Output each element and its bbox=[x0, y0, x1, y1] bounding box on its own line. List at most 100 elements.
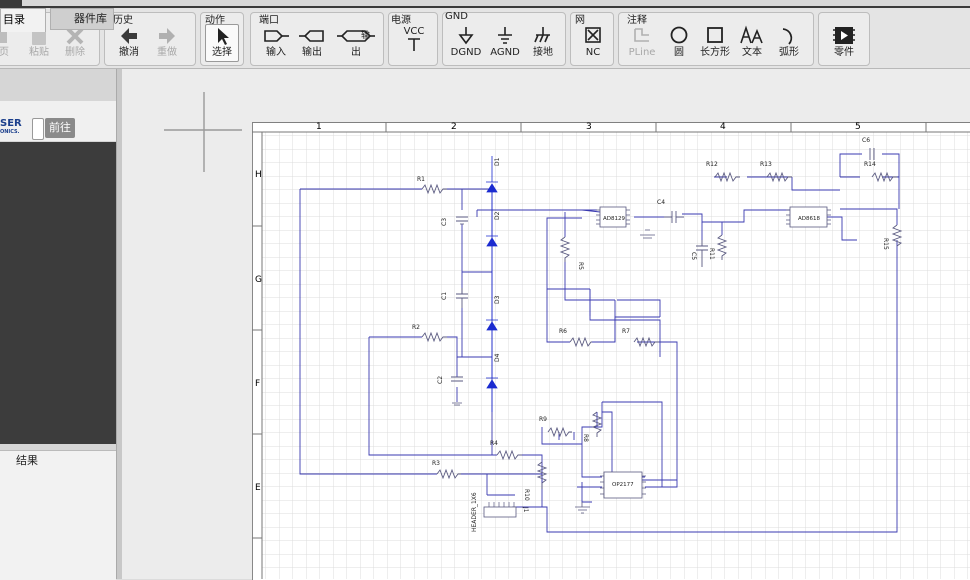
dgnd-icon bbox=[458, 27, 474, 45]
label-r2: R2 bbox=[412, 324, 420, 331]
paste-label: 粘贴 bbox=[29, 47, 49, 58]
column-label-1: 1 bbox=[316, 122, 322, 132]
port-group: 端口 输入 输出 出 bbox=[250, 12, 384, 66]
arc-label: 弧形 bbox=[779, 47, 799, 58]
text-label: 文本 bbox=[742, 47, 762, 58]
resistor-r5 bbox=[559, 236, 571, 262]
document-tab[interactable] bbox=[22, 0, 970, 6]
part-button[interactable]: 零件 bbox=[827, 25, 861, 63]
ground-label: 接地 bbox=[533, 47, 553, 58]
circle-icon bbox=[670, 26, 688, 44]
bidirectional-port-button[interactable]: 出 bbox=[335, 25, 377, 63]
circle-label: 圆 bbox=[674, 47, 684, 58]
ground-button[interactable]: 接地 bbox=[527, 25, 559, 63]
vendor-field[interactable] bbox=[32, 118, 44, 140]
label-r6: R6 bbox=[559, 328, 567, 335]
go-button[interactable]: 前往 bbox=[45, 118, 75, 138]
output-port-button[interactable]: 输出 bbox=[297, 25, 327, 63]
label-r1: R1 bbox=[417, 176, 425, 183]
page-button[interactable]: 页 bbox=[0, 25, 11, 63]
ic-pins bbox=[488, 209, 831, 507]
vcc-button[interactable]: VCC bbox=[397, 27, 431, 65]
resistor-r8 bbox=[591, 411, 603, 437]
net-group-label: 网 bbox=[575, 15, 585, 26]
bidirectional-port-label: 出 bbox=[351, 47, 361, 58]
resistor-r2 bbox=[421, 331, 447, 343]
label-r7: R7 bbox=[622, 328, 630, 335]
row-label-h: H bbox=[255, 170, 262, 180]
gnd-group-label: GND bbox=[445, 11, 468, 22]
column-label-3: 3 bbox=[586, 122, 592, 132]
agnd-button[interactable]: AGND bbox=[487, 25, 523, 63]
pline-label: PLine bbox=[628, 47, 656, 58]
toolbar: 页 粘贴 删除 历史 撤消 重做 动作 选择 端口 输入 bbox=[0, 8, 970, 69]
label-r10: R10 bbox=[523, 489, 530, 501]
column-label-2: 2 bbox=[451, 122, 457, 132]
bidirectional-port-inner-text: 输 bbox=[361, 31, 371, 41]
resistor-r3 bbox=[436, 468, 461, 480]
bidirectional-port-icon bbox=[337, 30, 375, 42]
label-header: HEADER_1X6 bbox=[471, 492, 478, 532]
wire-net bbox=[299, 153, 900, 533]
label-c3: C3 bbox=[441, 218, 448, 226]
delete-icon bbox=[66, 27, 84, 45]
panel-splitter[interactable] bbox=[116, 69, 123, 579]
sheet-grid bbox=[262, 132, 970, 579]
vcc-icon bbox=[408, 38, 420, 51]
pline-button[interactable]: PLine bbox=[625, 25, 659, 63]
tab-library[interactable]: 器件库 bbox=[50, 8, 114, 30]
parts-layer bbox=[421, 148, 903, 489]
capacitor-c2 bbox=[451, 376, 463, 382]
label-c2: C2 bbox=[437, 376, 444, 384]
select-button[interactable]: 选择 bbox=[205, 24, 239, 62]
row-label-e: E bbox=[255, 483, 261, 493]
history-group-label: 历史 bbox=[113, 15, 133, 26]
delete-button[interactable]: 删除 bbox=[59, 25, 91, 63]
undo-button[interactable]: 撤消 bbox=[113, 25, 145, 63]
select-label: 选择 bbox=[212, 47, 232, 58]
label-d3: D3 bbox=[494, 295, 501, 304]
page-icon bbox=[0, 28, 7, 43]
schematic-drawing: R1 R2 R3 R4 R5 R6 R7 R8 R9 R10 R11 R12 R… bbox=[252, 122, 970, 579]
crosshair-cursor-icon bbox=[164, 92, 242, 172]
polyline-icon bbox=[634, 28, 649, 42]
header-j1 bbox=[483, 506, 517, 518]
undo-label: 撤消 bbox=[119, 47, 139, 58]
output-port-icon bbox=[299, 30, 324, 42]
dgnd-label: DGND bbox=[450, 47, 482, 58]
label-d2: D2 bbox=[494, 211, 501, 220]
capacitor-c4 bbox=[664, 211, 684, 223]
label-c6: C6 bbox=[862, 137, 870, 144]
page-label: 页 bbox=[0, 47, 9, 58]
action-group: 动作 选择 bbox=[200, 12, 244, 66]
ic-layer bbox=[483, 206, 828, 518]
input-port-button[interactable]: 输入 bbox=[261, 25, 291, 63]
rectangle-icon bbox=[707, 27, 723, 43]
label-d4: D4 bbox=[494, 353, 501, 362]
rectangle-button[interactable]: 长方形 bbox=[697, 25, 733, 63]
window-titlebar bbox=[0, 0, 970, 8]
action-group-label: 动作 bbox=[205, 15, 225, 26]
label-r8: R8 bbox=[582, 434, 589, 442]
label-c1: C1 bbox=[441, 292, 448, 300]
output-port-label: 输出 bbox=[302, 47, 322, 58]
redo-arrow-icon bbox=[159, 28, 175, 44]
resistor-r15 bbox=[891, 224, 903, 247]
label-r11: R11 bbox=[708, 248, 715, 260]
power-group-label: 电源 bbox=[391, 15, 411, 26]
circle-button[interactable]: 圆 bbox=[665, 25, 693, 63]
redo-button[interactable]: 重做 bbox=[151, 25, 183, 63]
resistor-r13 bbox=[766, 171, 792, 183]
resistor-r7 bbox=[633, 336, 659, 348]
library-preview-area bbox=[0, 142, 116, 444]
gnd-group: GND DGND AGND 接地 bbox=[442, 11, 566, 66]
tab-directory[interactable]: 目录 bbox=[0, 8, 46, 32]
text-button[interactable]: 文本 bbox=[737, 25, 767, 63]
nc-button[interactable]: NC bbox=[576, 25, 610, 63]
row-label-g: G bbox=[255, 275, 262, 285]
sheet-border bbox=[252, 131, 970, 579]
resistor-r10 bbox=[536, 461, 548, 489]
dgnd-button[interactable]: DGND bbox=[449, 25, 483, 63]
arc-button[interactable]: 弧形 bbox=[773, 25, 805, 63]
part-label: 零件 bbox=[834, 47, 854, 58]
